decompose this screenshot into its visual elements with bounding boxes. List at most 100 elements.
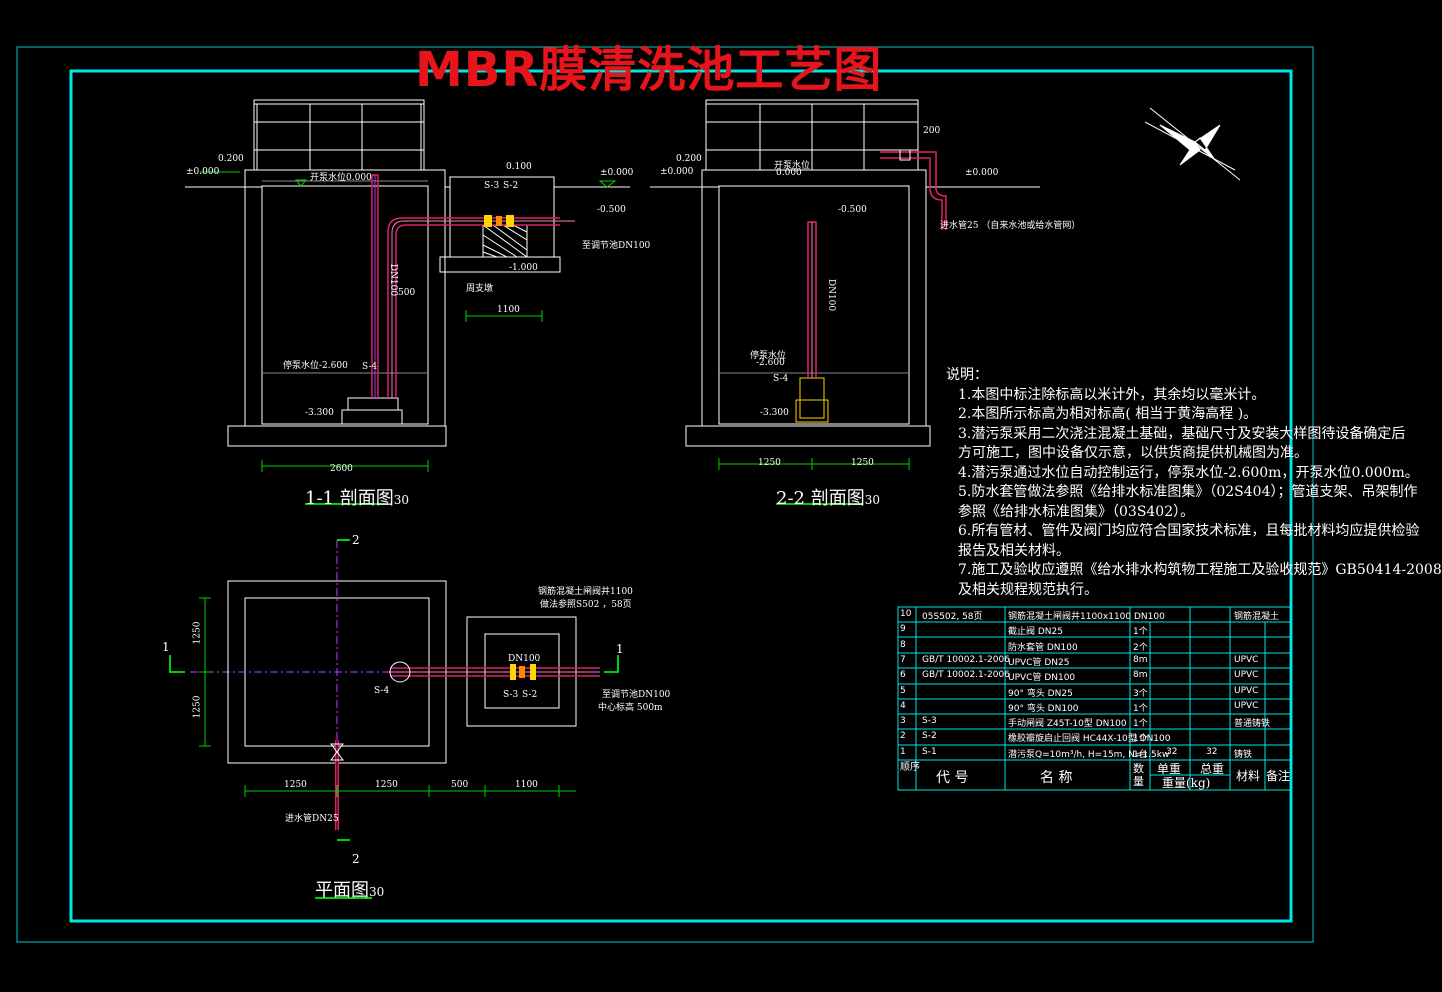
dim-label: 1250 (758, 458, 781, 468)
section-1-1-dims (200, 171, 617, 505)
cut-label: 1 (616, 642, 624, 656)
label-stop-level: 停泵水位 (750, 351, 787, 361)
table-cell-name: 潜污泵Q=10m³/h, H=15m, N=1.5kw (1008, 749, 1170, 760)
dim-label: 1250 (192, 695, 203, 719)
label-to-tank: 至调节池DN100 (582, 241, 651, 251)
table-cell-material: UPVC (1234, 654, 1259, 665)
plan-s2-label: S-2 (522, 690, 538, 700)
table-cell-qty: 8m (1133, 670, 1148, 681)
label-pump-start: 0.000 (776, 168, 802, 178)
table-cell-total-weight: 32 (1206, 746, 1218, 757)
table-cell-material: 钢筋混凝土 (1234, 612, 1280, 622)
table-cell-name: 90° 弯头 DN25 (1008, 688, 1073, 699)
label-s4: S-4 (362, 362, 378, 372)
label-support: 周支墩 (466, 284, 494, 294)
label-elev: -0.500 (597, 205, 626, 215)
table-cell-name: 钢筋混凝土闸阀井1100x1100 DN100 (1008, 612, 1165, 622)
plan-center-label: 中心标高 500m (598, 703, 663, 713)
label-s3: S-3 (484, 181, 500, 191)
table-cell-qty: 8m (1133, 654, 1148, 665)
table-cell-qty: 1个 (1133, 734, 1148, 745)
table-cell-qty: 1个 (1133, 719, 1148, 730)
dim-label: 500 (398, 288, 416, 298)
dim-label: 500 (451, 780, 469, 790)
table-cell-name: 橡胶瓣旋启止回阀 HC44X-10型 DN100 (1008, 734, 1171, 745)
label-elev: -3.300 (760, 408, 789, 418)
label-dn: DN100 (826, 278, 837, 312)
table-cell-code: GB/T 10002.1-2006 (922, 670, 1010, 681)
notes-line: 5.防水套管做法参照《给排水标准图集》（02S404）；管道支架、吊架制作 (958, 484, 1418, 500)
section-1-1-title: 1-1 剖面图30 (305, 488, 409, 509)
table-cell-name: UPVC管 DN25 (1008, 657, 1070, 668)
table-cell-no: 9 (900, 624, 906, 635)
label-elev: ±0.000 (965, 168, 999, 178)
table-cell-code: S-3 (922, 716, 937, 727)
table-cell-code: 05S502, 58页 (922, 612, 983, 622)
notes-line: 4.潜污泵通过水位自动控制运行，停泵水位-2.600m，开泵水位0.000m。 (958, 464, 1419, 481)
label-elev: ±0.000 (660, 167, 694, 177)
dim-label: 1250 (375, 780, 398, 790)
dim-label: 2600 (330, 464, 353, 474)
section-1-1-pipes (371, 174, 575, 398)
drawing-canvas (16, 46, 1314, 943)
notes-line: 参照《给排水标准图集》（03S402）。 (958, 503, 1195, 520)
table-cell-code: S-2 (922, 731, 937, 742)
table-cell-name: 截止阀 DN25 (1008, 627, 1063, 638)
plan-cover-label: 做法参照S502 ，58页 (540, 600, 632, 610)
label-dn: DN100 (388, 263, 399, 297)
plan-s4-label: S-4 (374, 686, 390, 696)
notes-line: 报告及相关材料。 (958, 542, 1070, 559)
notes-line: 6.所有管材、管件及阀门均应符合国家技术标准，且每批材料均应提供检验 (958, 523, 1420, 539)
table-cell-no: 5 (900, 685, 906, 696)
table-header-material: 材料 (1236, 769, 1261, 783)
bom-table-grid (897, 606, 1291, 791)
table-cell-qty: 2个 (1133, 642, 1148, 653)
table-header-remark: 备注 (1266, 769, 1291, 783)
section-2-2-dims (718, 458, 910, 505)
drawing-title: MBR膜清洗池工艺图 (415, 42, 883, 98)
notes-line: 1.本图中标注除标高以米计外，其余均以毫米计。 (958, 386, 1266, 403)
notes-block: 说明： 1.本图中标注除标高以米计外，其余均以毫米计。 2.本图所示标高为相对标… (946, 366, 1442, 600)
table-header-no: 顺序 (900, 762, 920, 773)
label-elev: 0.200 (218, 154, 244, 164)
notes-line: 7.施工及验收应遵照《给水排水构筑物工程施工及验收规范》GB50414-2008 (958, 562, 1442, 578)
label-elev: -3.300 (305, 408, 334, 418)
table-header-weight: 重量(kg) (1162, 776, 1211, 790)
table-cell-code: S-1 (922, 746, 937, 757)
cut-label: 2 (352, 533, 360, 547)
plan-inlet-label: 进水管DN25 (285, 814, 339, 824)
table-cell-name: UPVC管 DN100 (1008, 673, 1076, 684)
dim-label: 1100 (515, 780, 538, 790)
label-elev: -1.000 (509, 263, 538, 273)
table-cell-no: 6 (900, 670, 906, 681)
section-2-2-pipes (807, 149, 947, 378)
cut-label: 2 (352, 852, 360, 866)
notes-heading: 说明： (946, 367, 988, 383)
notes-line: 2.本图所示标高为相对标高( 相当于黄海高程 )。 (958, 406, 1258, 422)
label-s2: S-2 (503, 181, 519, 191)
cut-label: 1 (162, 640, 170, 654)
dim-label: 1250 (192, 621, 203, 645)
plan-dims (199, 597, 576, 899)
label-elev: ±0.000 (600, 168, 634, 178)
table-cell-no: 4 (900, 700, 906, 711)
outer-frame (16, 46, 1314, 943)
inner-frame (69, 69, 1293, 923)
table-header-name: 名 称 (1040, 770, 1073, 786)
label-elev: -0.500 (838, 205, 867, 215)
label-elev: ±0.000 (186, 167, 220, 177)
table-cell-unit-weight: 32 (1166, 746, 1178, 757)
section-1-1 (185, 99, 630, 447)
plan-title: 平面图30 (315, 880, 385, 901)
table-cell-qty: 1台 (1133, 749, 1148, 760)
table-cell-no: 1 (900, 746, 906, 757)
notes-line: 及相关规程规范执行。 (958, 581, 1098, 598)
label-pump-start: 开泵水位 (774, 161, 811, 171)
table-header-qty: 数量 (1133, 762, 1144, 788)
plan-centerlines (190, 540, 470, 830)
table-cell-code: GB/T 10002.1-2006 (922, 654, 1010, 665)
table-cell-material: 普通铸铁 (1234, 719, 1271, 730)
dim-label: 1250 (284, 780, 307, 790)
plan-dn-label: DN100 (508, 654, 541, 664)
table-cell-qty: 3个 (1133, 688, 1148, 699)
